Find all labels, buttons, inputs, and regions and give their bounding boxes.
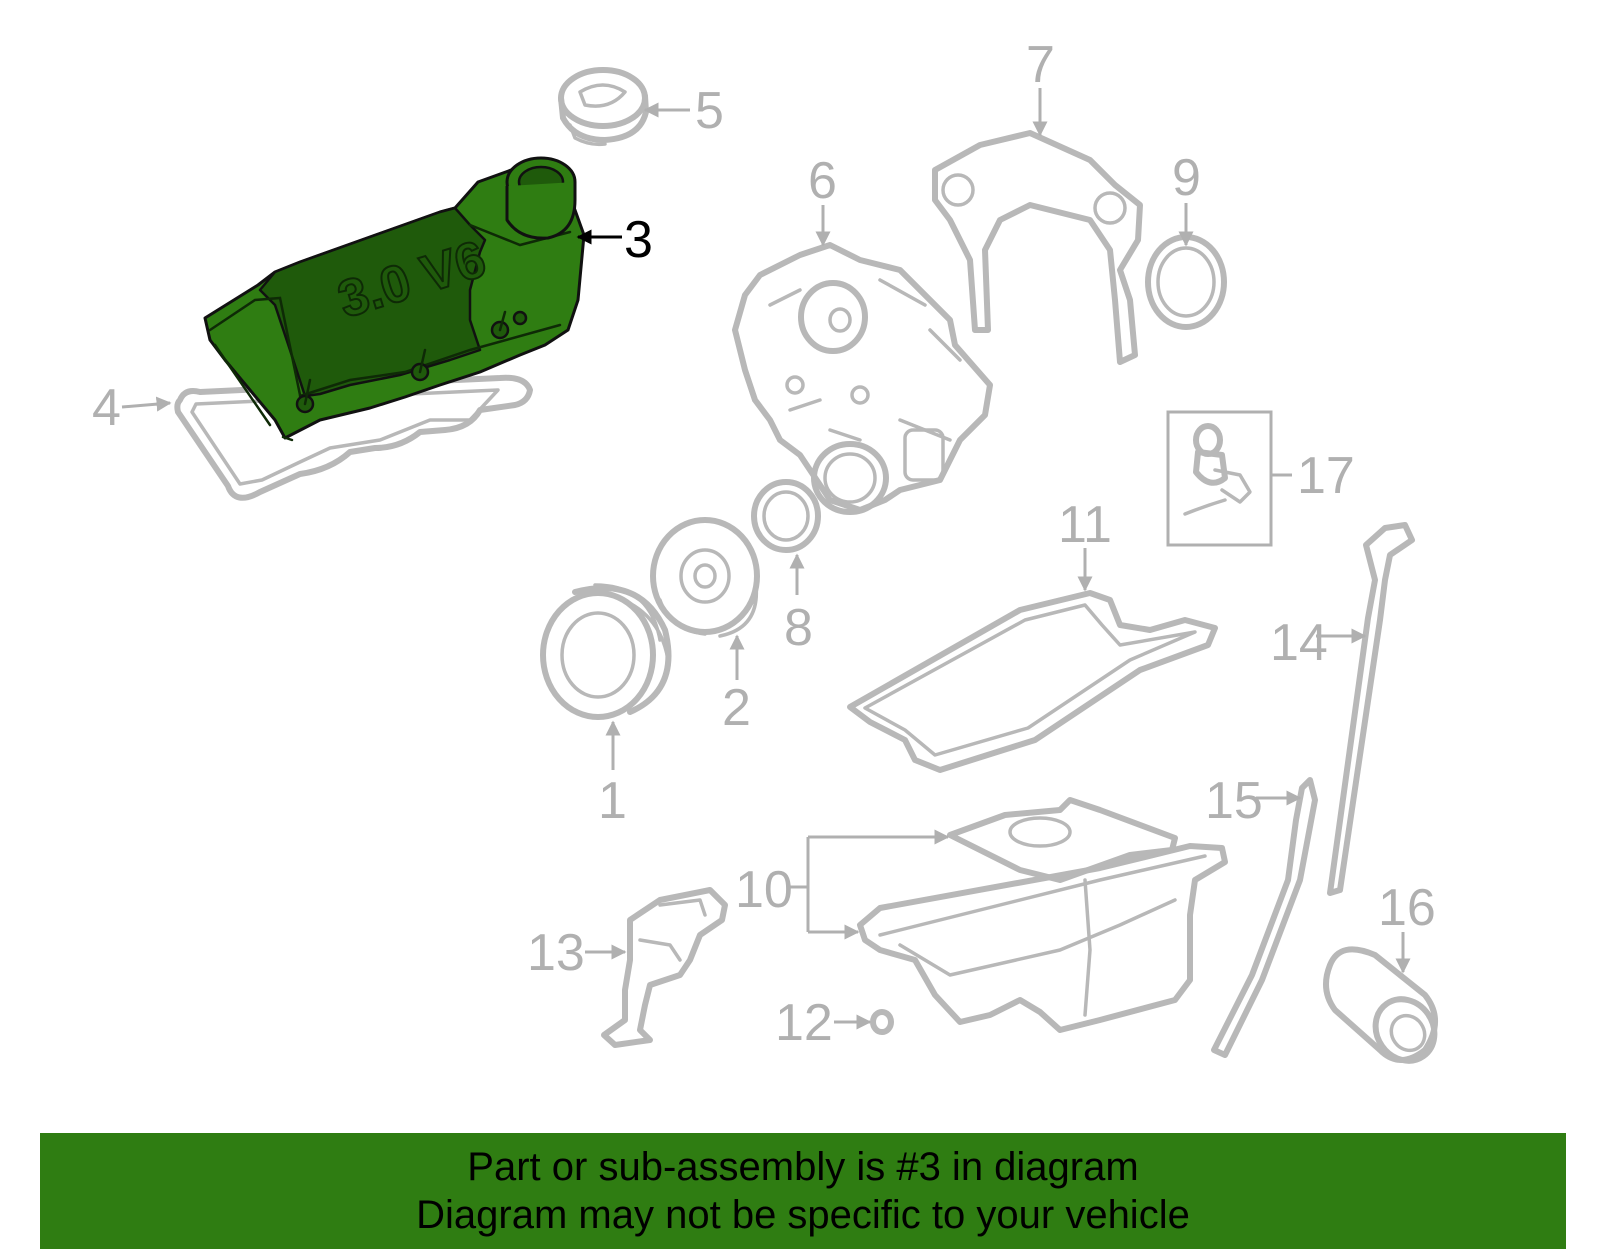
part-10-oil-pan bbox=[857, 797, 1228, 1033]
callout-14: 14 bbox=[1270, 614, 1328, 672]
callout-labels: 1 2 3 4 5 6 7 8 9 10 11 12 13 14 15 16 1… bbox=[92, 36, 1436, 1052]
part-15-dipstick-tube bbox=[1211, 777, 1318, 1058]
part-9-front-seal bbox=[1145, 234, 1227, 330]
part-8-crank-seal bbox=[751, 479, 821, 553]
callout-16: 16 bbox=[1378, 879, 1436, 937]
callout-4: 4 bbox=[92, 379, 121, 437]
callout-9: 9 bbox=[1172, 149, 1201, 207]
callout-17: 17 bbox=[1297, 447, 1355, 505]
part-6-timing-cover bbox=[732, 242, 993, 515]
part-13-oil-pump bbox=[601, 887, 728, 1048]
part-1-pulley bbox=[540, 583, 672, 720]
part-11-pan-gasket bbox=[847, 590, 1218, 773]
part-12-drain-plug bbox=[870, 1009, 894, 1035]
callout-5: 5 bbox=[695, 82, 724, 140]
callout-8: 8 bbox=[784, 599, 813, 657]
part-3-valve-cover: 3.0 V6 bbox=[203, 156, 586, 442]
callout-12: 12 bbox=[775, 994, 833, 1052]
part-5-oil-cap bbox=[558, 67, 649, 147]
banner-line-2: Diagram may not be specific to your vehi… bbox=[416, 1193, 1190, 1237]
notice-banner: Part or sub-assembly is #3 in diagram Di… bbox=[40, 1133, 1566, 1249]
part-14-dipstick bbox=[1327, 522, 1415, 896]
callout-15: 15 bbox=[1205, 772, 1263, 830]
callout-2: 2 bbox=[722, 679, 751, 737]
callout-3: 3 bbox=[624, 211, 653, 269]
callout-7: 7 bbox=[1026, 36, 1055, 94]
callout-10: 10 bbox=[735, 861, 793, 919]
callout-11: 11 bbox=[1058, 496, 1112, 554]
part-17-pcv-valve bbox=[1166, 410, 1273, 547]
callout-13: 13 bbox=[527, 924, 585, 982]
callout-1: 1 bbox=[598, 772, 627, 830]
part-16-oil-filter bbox=[1323, 946, 1438, 1064]
leader-lines bbox=[121, 88, 1411, 1030]
banner-line-1: Part or sub-assembly is #3 in diagram bbox=[467, 1145, 1139, 1189]
part-4-gasket bbox=[174, 374, 533, 501]
callout-6: 6 bbox=[808, 152, 837, 210]
part-7-timing-gasket bbox=[932, 130, 1143, 365]
part-2-balancer bbox=[650, 517, 760, 638]
